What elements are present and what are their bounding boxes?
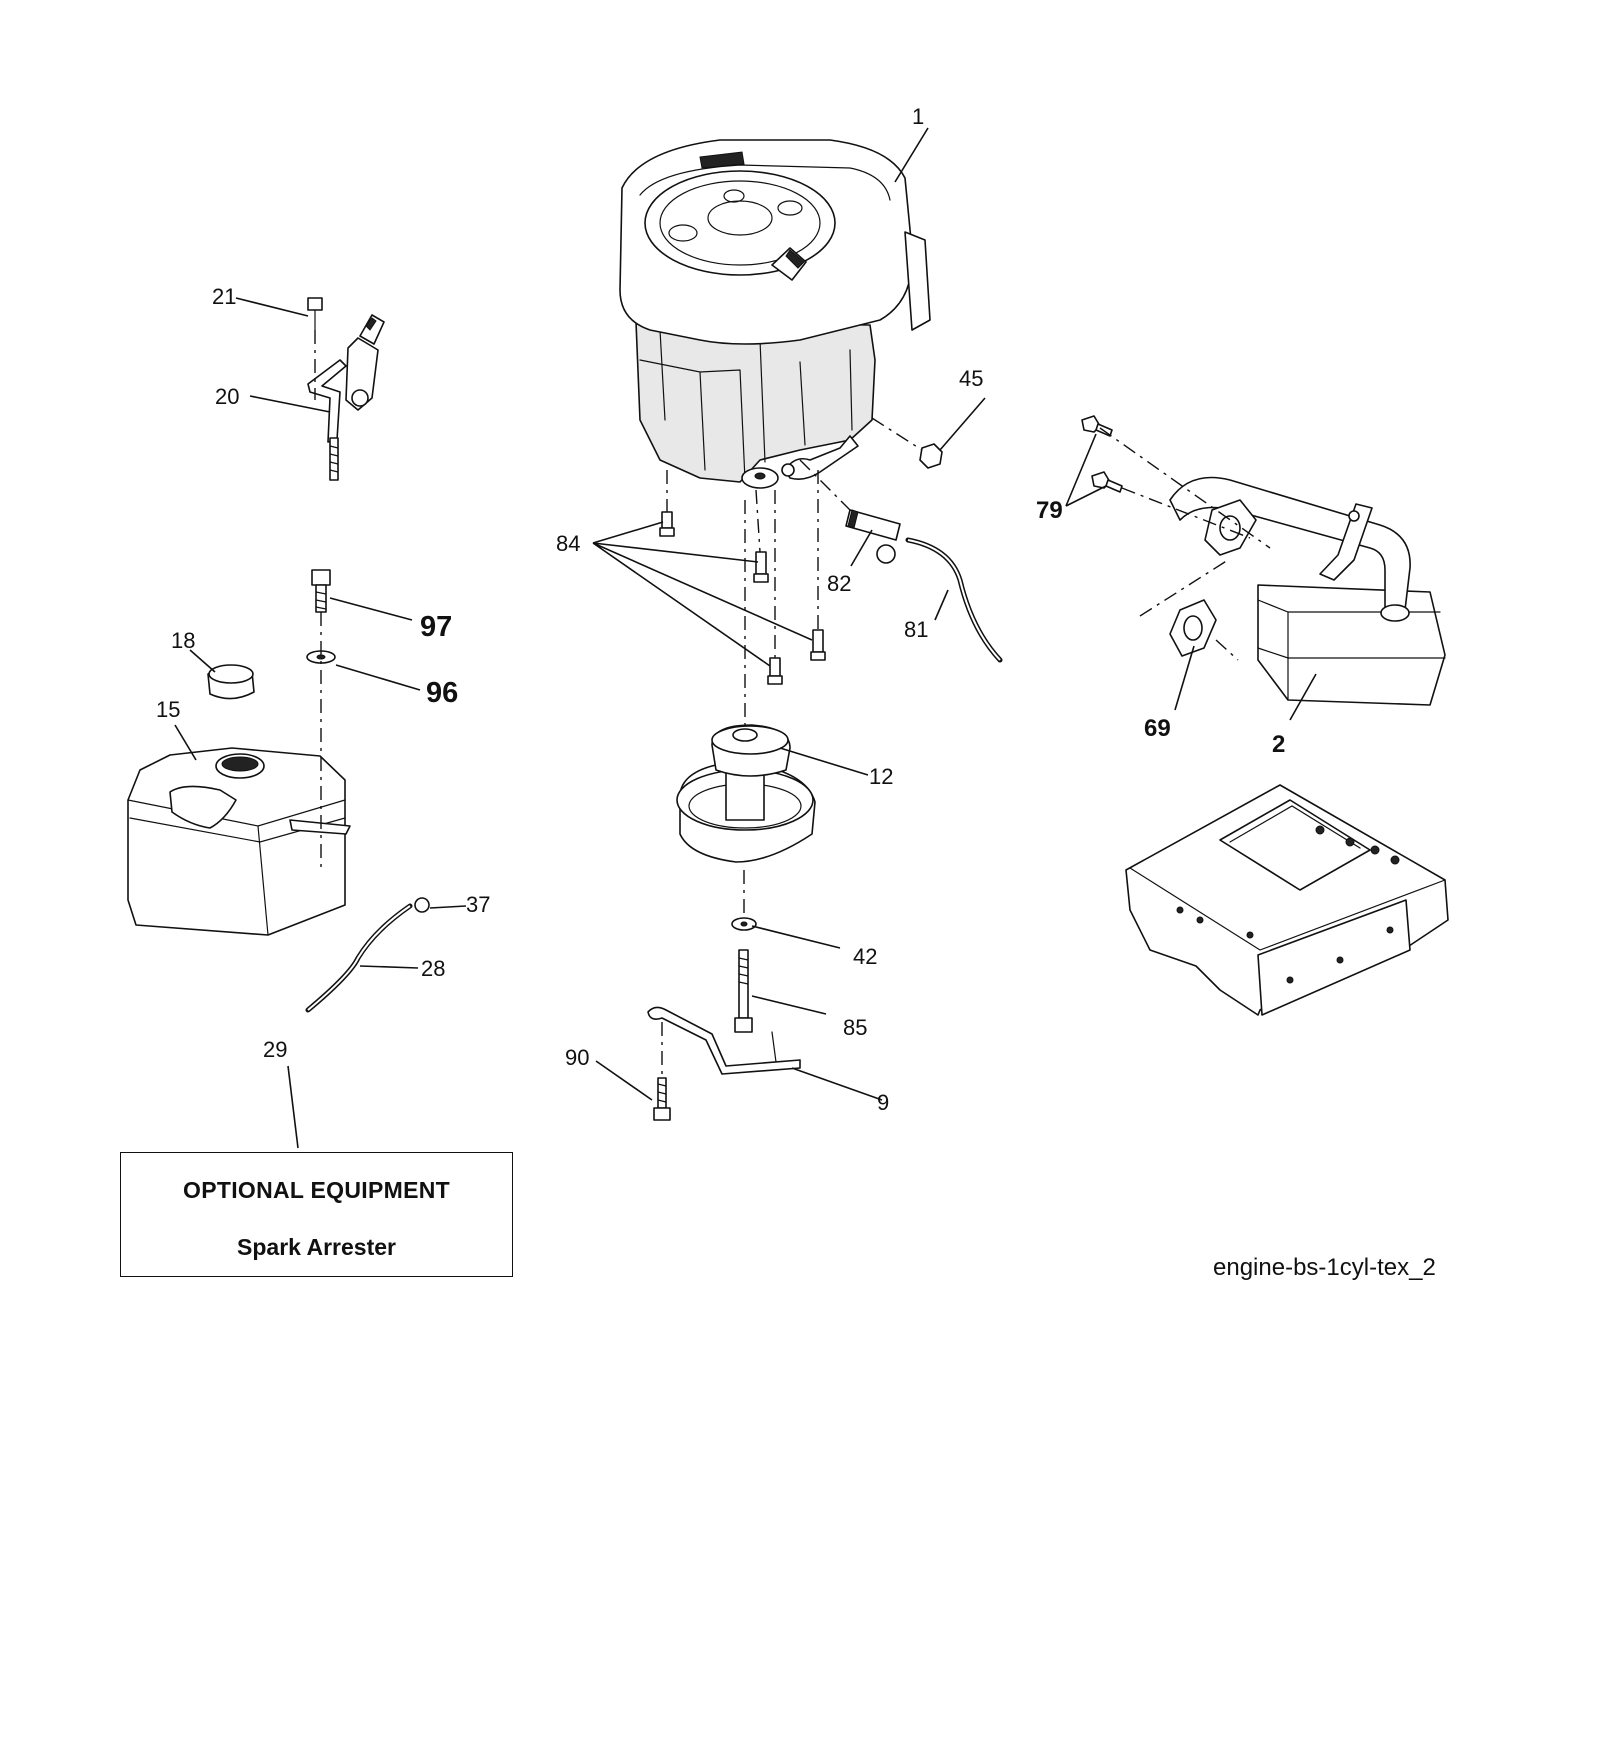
callout-29: 29 — [263, 1037, 287, 1062]
callout-79: 79 — [1036, 497, 1063, 524]
callout-96: 96 — [426, 677, 458, 709]
assembly-lines — [314, 330, 1271, 1078]
bracket-bolt — [653, 1077, 671, 1121]
callout-69: 69 — [1144, 715, 1171, 742]
callout-81: 81 — [904, 617, 928, 642]
callout-20: 20 — [215, 384, 239, 409]
engine-mount-plate — [1125, 784, 1449, 1016]
callout-84: 84 — [556, 531, 580, 556]
callout-18: 18 — [171, 628, 195, 653]
callout-85: 85 — [843, 1015, 867, 1040]
callout-1: 1 — [912, 104, 924, 129]
callout-28: 28 — [421, 956, 445, 981]
fuel-filter — [845, 509, 1003, 663]
exhaust-gasket — [1169, 599, 1217, 657]
leader-lines — [174, 127, 1317, 1149]
callout-9: 9 — [877, 1090, 889, 1115]
optional-equipment-box: OPTIONAL EQUIPMENT Spark Arrester — [120, 1152, 513, 1277]
pulley-washer — [731, 917, 757, 931]
callout-82: 82 — [827, 571, 851, 596]
optional-equipment-title: OPTIONAL EQUIPMENT — [183, 1177, 450, 1203]
tank-mount-hardware — [306, 569, 336, 664]
throttle-bracket — [307, 297, 385, 481]
optional-equipment-item: Spark Arrester — [237, 1234, 396, 1260]
muffler-bracket — [647, 1006, 801, 1075]
muffler — [1169, 476, 1446, 706]
callout-97: 97 — [420, 611, 452, 643]
callout-45: 45 — [959, 366, 983, 391]
callout-37: 37 — [466, 892, 490, 917]
drawing-id-label: engine-bs-1cyl-tex_2 — [1213, 1254, 1436, 1281]
callout-2: 2 — [1272, 731, 1285, 758]
callout-90: 90 — [565, 1045, 589, 1070]
pto-pulley — [676, 724, 816, 863]
fuel-line — [305, 897, 430, 1013]
engine-assembly — [619, 139, 931, 489]
engine-bolts — [659, 511, 826, 685]
callout-numbers: 1 21 20 45 79 84 82 81 97 96 18 15 69 2 … — [156, 104, 1285, 1115]
callout-42: 42 — [853, 944, 877, 969]
callout-21: 21 — [212, 284, 236, 309]
pulley-bolt — [734, 949, 753, 1033]
engine-nut — [919, 443, 943, 469]
callout-15: 15 — [156, 697, 180, 722]
callout-12: 12 — [869, 764, 893, 789]
fuel-tank — [127, 664, 351, 936]
